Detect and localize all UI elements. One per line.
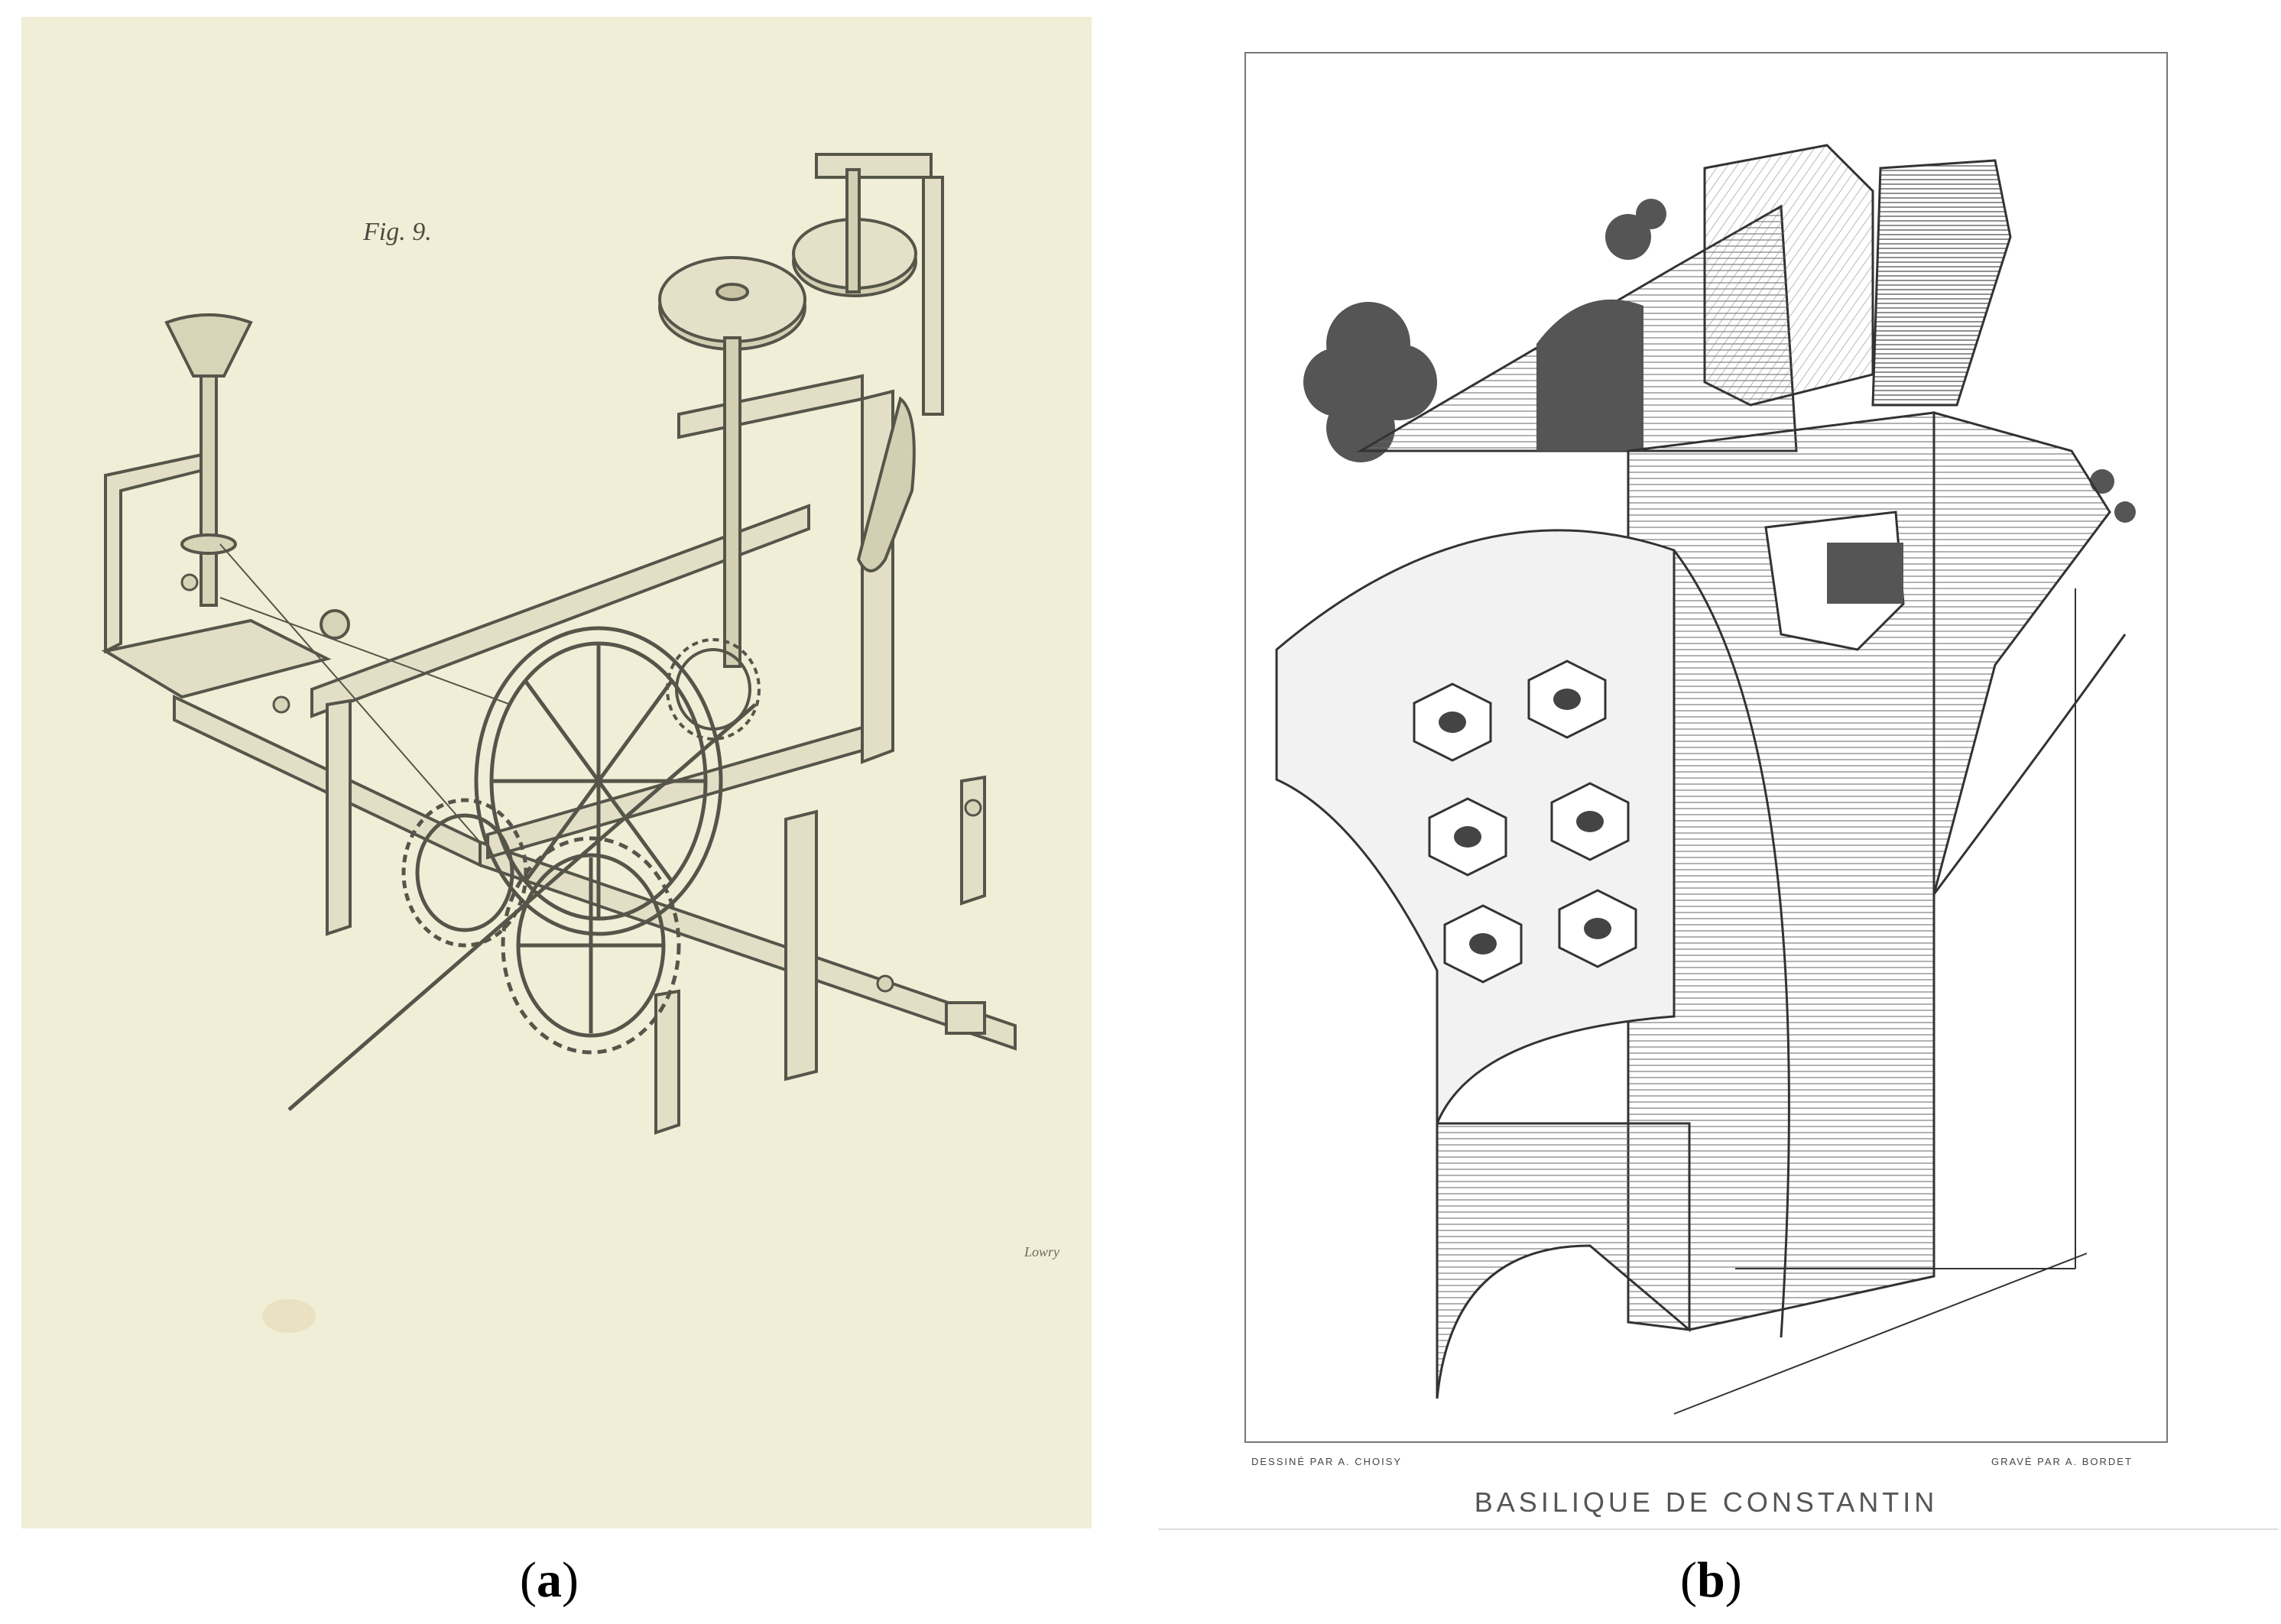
pier-side — [1932, 411, 2111, 895]
caption-b-close: ) — [1725, 1552, 1742, 1608]
gear-large — [501, 836, 681, 1055]
wing-nut — [180, 573, 199, 592]
caption-b: (b) — [1680, 1551, 1742, 1609]
right-leg — [784, 809, 818, 1081]
leg-3 — [960, 775, 986, 906]
crank-handle — [856, 396, 916, 572]
vault-rib-block — [1703, 144, 1874, 407]
main-axle — [287, 703, 757, 1111]
basilica-engraving — [1275, 144, 2136, 1415]
left-frame-base — [101, 618, 332, 699]
vertical-shaft-left — [723, 336, 741, 668]
caption-b-open: ( — [1680, 1552, 1697, 1608]
rail-end — [945, 1001, 986, 1035]
large-spoked-wheel — [474, 626, 723, 936]
ruined-pier-top — [1871, 159, 2012, 407]
scale-bars — [1673, 588, 2088, 1415]
front-rail — [479, 840, 1017, 1051]
arch-rib — [1673, 549, 1790, 1338]
lower-arch — [1436, 1122, 1691, 1399]
caption-a: (a) — [520, 1551, 579, 1609]
figure-label: Fig. 9. — [363, 218, 432, 246]
caption-a-open: ( — [520, 1552, 537, 1608]
drive-cord — [219, 543, 481, 843]
leg-2 — [654, 989, 680, 1135]
draughtsman-credit: DESSINÉ PAR A. CHOISY — [1251, 1456, 1403, 1467]
paper-stain — [262, 1299, 316, 1333]
small-pulley — [320, 609, 350, 640]
plate-title: BASILIQUE DE CONSTANTIN — [1474, 1486, 1939, 1518]
funnel — [164, 313, 253, 378]
leg-1 — [326, 699, 352, 936]
funnel-spindle — [200, 374, 218, 607]
top-frame — [815, 153, 933, 179]
engraver-signature: Lowry — [1024, 1244, 1060, 1259]
spindle-collar — [180, 533, 237, 555]
caption-a-letter: a — [536, 1552, 562, 1608]
right-top-beam — [677, 374, 864, 439]
engraver-credit: GRAVÉ PAR A. BORDET — [1991, 1456, 2133, 1467]
top-frame-post — [922, 176, 944, 416]
coffer-centres — [1439, 689, 1611, 955]
caption-b-letter: b — [1696, 1552, 1725, 1608]
machine-engraving — [101, 153, 1017, 1333]
plate-bottom-rule — [1158, 1528, 2278, 1530]
plate-frame — [1244, 52, 2168, 1443]
upper-beam — [310, 504, 810, 718]
trees — [1303, 199, 2136, 523]
vertical-shaft-right — [845, 168, 861, 293]
caption-a-close: ) — [561, 1552, 579, 1608]
upper-arch-opening — [1536, 299, 1643, 451]
